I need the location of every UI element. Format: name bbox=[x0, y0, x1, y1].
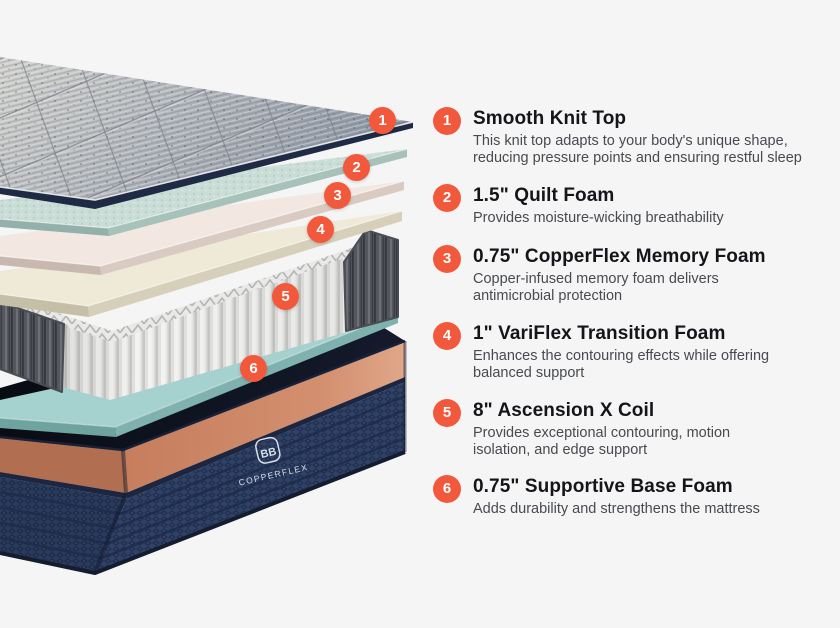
base-near-corner-edge bbox=[93, 449, 129, 574]
legend-item-coil: 5 8" Ascension X Coil Provides exception… bbox=[433, 399, 829, 458]
legend-badge-2: 2 bbox=[433, 184, 461, 212]
base-side-left-texture bbox=[0, 477, 127, 573]
legend-title-4: 1" VariFlex Transition Foam bbox=[473, 323, 726, 344]
transition-foam-top-face bbox=[0, 211, 402, 306]
legend-badge-3: 3 bbox=[433, 245, 461, 273]
mattress-cutaway-illustration: BB COPPERFLEX bbox=[0, 57, 414, 575]
legend-title-5: 8" Ascension X Coil bbox=[473, 400, 655, 421]
layer-quilt-foam bbox=[0, 148, 408, 236]
coil-front-shading bbox=[0, 243, 396, 400]
base-foam-front-left bbox=[0, 418, 116, 437]
callout-badge-1: 1 bbox=[369, 107, 396, 134]
copper-sheen bbox=[123, 341, 405, 493]
callout-badge-6: 6 bbox=[240, 355, 267, 382]
legend-description-4: Enhances the contouring effects while of… bbox=[473, 348, 770, 381]
memory-foam-edge-highlight bbox=[0, 180, 405, 267]
knit-top-piping bbox=[0, 121, 414, 201]
legend-item-knit-top: 1 Smooth Knit Top This knit top adapts t… bbox=[433, 107, 829, 166]
quilt-foam-edge-highlight bbox=[0, 148, 408, 229]
transition-foam-front-left bbox=[0, 294, 89, 317]
quilt-foam-front-left bbox=[0, 219, 109, 236]
quilt-foam-speckle bbox=[0, 149, 407, 228]
copper-band-left bbox=[0, 437, 126, 493]
legend-title-2: 1.5" Quilt Foam bbox=[473, 185, 615, 206]
legend-badge-1: 1 bbox=[433, 107, 461, 135]
memory-foam-top-face bbox=[0, 181, 404, 266]
legend-title-6: 0.75" Supportive Base Foam bbox=[473, 476, 733, 497]
legend-item-quilt-foam: 2 1.5" Quilt Foam Provides moisture-wick… bbox=[433, 184, 829, 227]
legend-badge-4: 4 bbox=[433, 322, 461, 350]
base-foam-edge-highlight bbox=[0, 312, 399, 428]
legend-item-memory-foam: 3 0.75" CopperFlex Memory Foam Copper-in… bbox=[433, 245, 829, 304]
callout-badge-3: 3 bbox=[324, 182, 351, 209]
logo-crest-icon bbox=[255, 436, 281, 464]
transition-foam-edge-highlight bbox=[0, 210, 403, 307]
callout-badge-5: 5 bbox=[272, 283, 299, 310]
legend-item-base-foam: 6 0.75" Supportive Base Foam Adds durabi… bbox=[433, 475, 829, 518]
base-side-right-texture bbox=[95, 382, 405, 573]
knit-top-binding bbox=[0, 122, 413, 209]
layer-coils bbox=[0, 229, 399, 400]
piping-left bbox=[0, 472, 127, 499]
logo-monogram: BB bbox=[259, 446, 277, 461]
legend-description-3: Copper-infused memory foam delivers anti… bbox=[473, 271, 719, 304]
legend-description-1: This knit top adapts to your body's uniq… bbox=[473, 133, 802, 166]
knit-top-stitching-b bbox=[0, 57, 413, 200]
quilt-foam-front-right bbox=[108, 149, 407, 236]
callout-badge-4: 4 bbox=[307, 216, 334, 243]
coil-end-caps-left bbox=[0, 301, 65, 393]
legend-badge-6: 6 bbox=[433, 475, 461, 503]
base-mattress: BB COPPERFLEX bbox=[0, 294, 407, 575]
legend-item-transition-foam: 4 1" VariFlex Transition Foam Enhances t… bbox=[433, 322, 829, 381]
layer-knit-top bbox=[0, 57, 414, 209]
legend-title-1: Smooth Knit Top bbox=[473, 108, 627, 129]
coil-end-caps-right bbox=[343, 229, 399, 332]
legend-badge-5: 5 bbox=[433, 399, 461, 427]
legend-description-2: Provides moisture-wicking breathability bbox=[473, 210, 724, 226]
legend-description-6: Adds durability and strengthens the matt… bbox=[473, 501, 760, 517]
legend-description-5: Provides exceptional contouring, motion … bbox=[473, 425, 731, 458]
quilt-channel-seams bbox=[0, 394, 406, 560]
memory-foam-front-left bbox=[0, 256, 101, 275]
legend-title-3: 0.75" CopperFlex Memory Foam bbox=[473, 246, 766, 267]
callout-badge-2: 2 bbox=[343, 154, 370, 181]
